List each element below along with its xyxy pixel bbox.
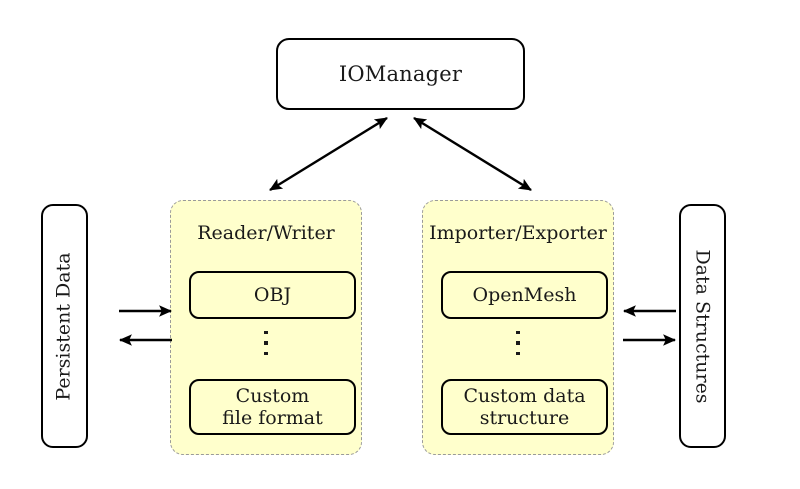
node-data-structures[interactable]: Data Structures bbox=[679, 204, 726, 448]
node-custom-data-structure-line1: Custom data bbox=[463, 384, 586, 407]
ellipsis-dot bbox=[516, 331, 520, 335]
ellipsis-dot bbox=[264, 351, 268, 356]
group-importer-exporter[interactable]: Importer/Exporter OpenMesh Custom data s… bbox=[422, 200, 614, 455]
node-custom-file-format-line1: Custom bbox=[235, 384, 310, 407]
arrow-iomanager-importer-exporter bbox=[413, 116, 532, 192]
ellipsis-importer-exporter bbox=[423, 331, 613, 356]
ellipsis-dot bbox=[516, 351, 520, 356]
node-custom-data-structure[interactable]: Custom data structure bbox=[441, 379, 608, 435]
node-openmesh[interactable]: OpenMesh bbox=[441, 271, 608, 319]
node-persistent-data-label: Persistent Data bbox=[53, 251, 75, 401]
node-openmesh-label: OpenMesh bbox=[472, 283, 577, 306]
node-obj-label: OBJ bbox=[253, 283, 292, 306]
node-custom-file-format[interactable]: Custom file format bbox=[189, 379, 356, 435]
node-iomanager[interactable]: IOManager bbox=[276, 38, 525, 110]
arrow-iomanager-reader-writer bbox=[269, 116, 388, 192]
ellipsis-dot bbox=[264, 341, 268, 345]
ellipsis-dot bbox=[264, 331, 268, 335]
ellipsis-reader-writer bbox=[171, 331, 361, 356]
node-custom-file-format-line2: file format bbox=[222, 407, 323, 429]
node-obj[interactable]: OBJ bbox=[189, 271, 356, 319]
node-persistent-data[interactable]: Persistent Data bbox=[41, 204, 88, 448]
group-importer-exporter-title: Importer/Exporter bbox=[429, 222, 607, 244]
group-reader-writer-title: Reader/Writer bbox=[197, 222, 335, 244]
node-custom-data-structure-label: Custom data structure bbox=[463, 385, 585, 430]
node-custom-file-format-label: Custom file format bbox=[222, 385, 323, 430]
node-data-structures-label: Data Structures bbox=[692, 248, 714, 404]
node-custom-data-structure-line2: structure bbox=[479, 407, 570, 429]
ellipsis-dot bbox=[516, 341, 520, 345]
group-reader-writer[interactable]: Reader/Writer OBJ Custom file format bbox=[170, 200, 362, 455]
node-iomanager-label: IOManager bbox=[338, 62, 463, 86]
